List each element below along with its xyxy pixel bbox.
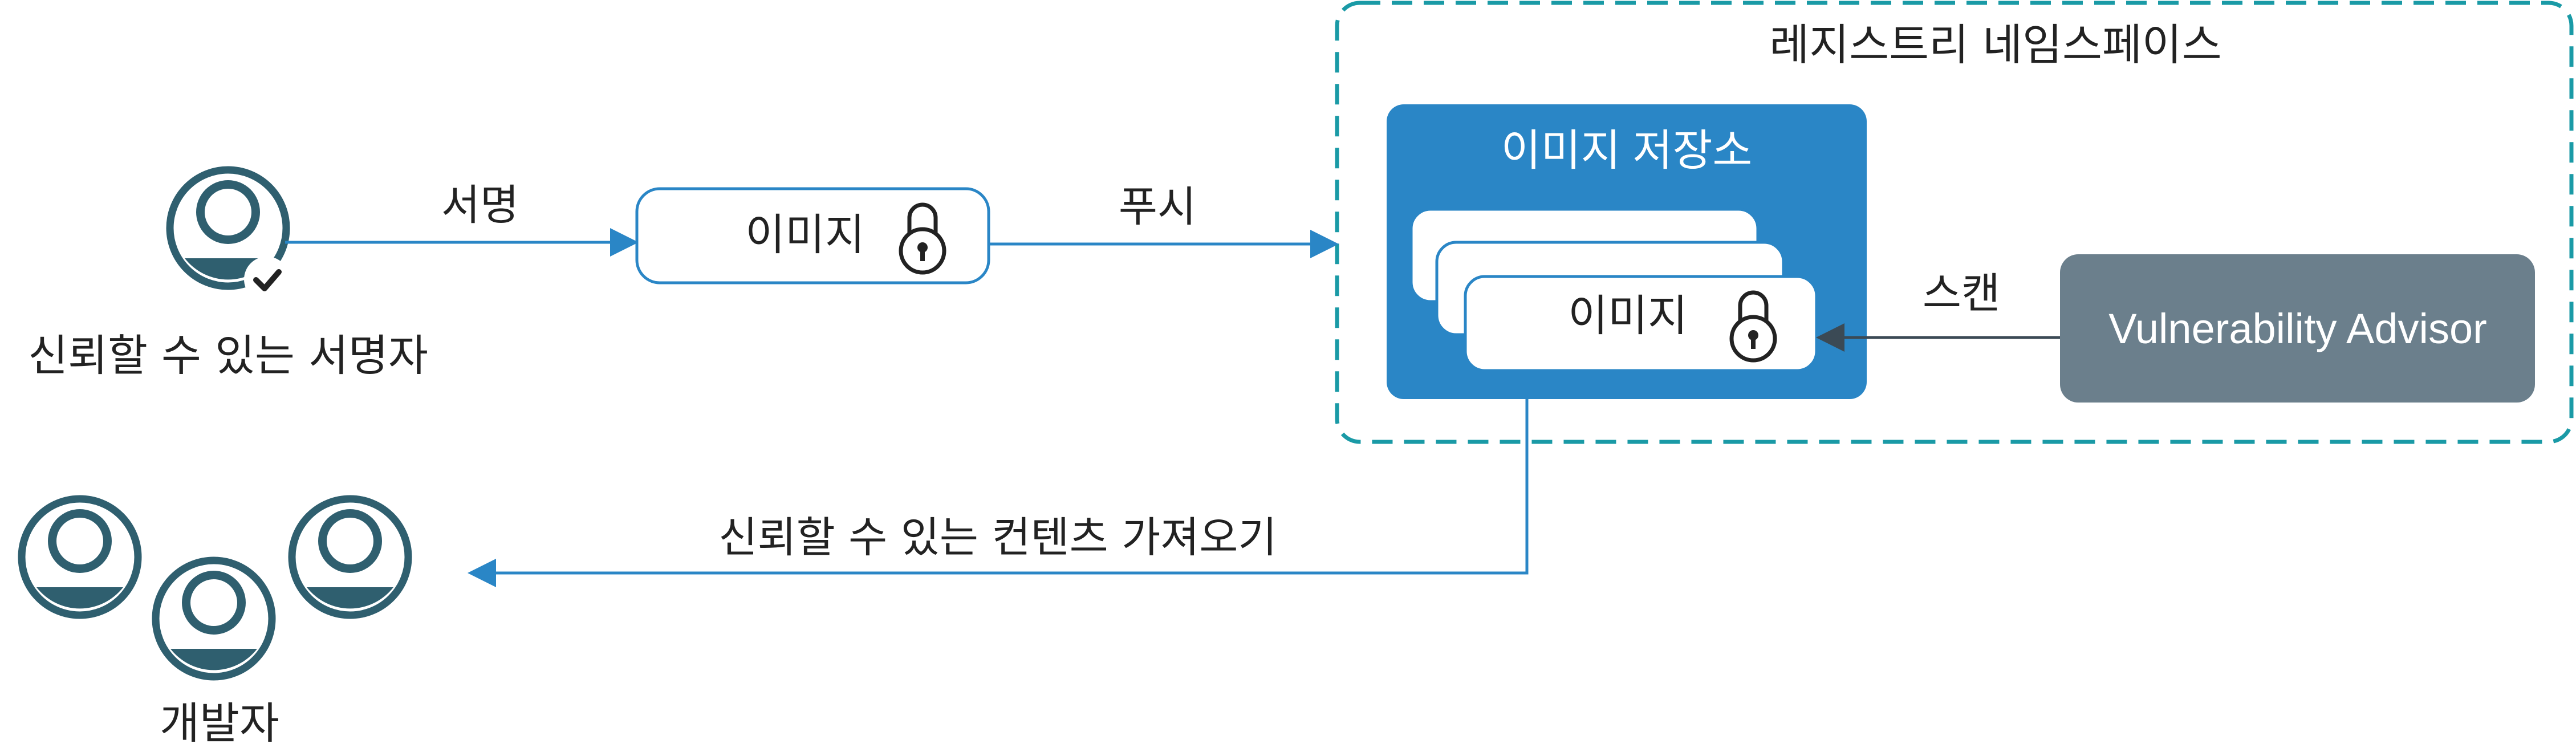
registry-namespace: 레지스트리 네임스페이스: [1335, 1, 2574, 444]
checkmark-icon: [244, 257, 290, 302]
signed-image-label: 이미지: [745, 209, 865, 260]
vulnerability-advisor: Vulnerability Advisor: [2060, 254, 2535, 403]
scan-label: 스캔: [1923, 269, 2000, 318]
signer-label: 신뢰할 수 있는 서명자: [28, 330, 428, 381]
image-repository: 이미지 저장소 이미지: [1387, 104, 1867, 399]
user-icon: [156, 560, 272, 677]
signed-image: 이미지: [635, 187, 990, 284]
padlock-icon: [899, 202, 946, 275]
user-icon: [292, 499, 408, 615]
trusted-signer: 신뢰할 수 있는 서명자: [28, 170, 428, 381]
developers: 개발자: [22, 499, 408, 749]
developers-label: 개발자: [160, 698, 279, 749]
push-edge: 푸시: [989, 182, 1339, 258]
pull-label: 신뢰할 수 있는 컨텐츠 가져오기: [718, 513, 1277, 562]
sign-label: 서명: [441, 181, 519, 230]
repository-image-card: 이미지: [1464, 275, 1818, 372]
scan-edge: 스캔: [1816, 269, 2060, 352]
padlock-icon: [1729, 290, 1777, 363]
pull-edge: 신뢰할 수 있는 컨텐츠 가져오기: [468, 399, 1529, 587]
repository-label: 이미지 저장소: [1501, 127, 1753, 175]
push-label: 푸시: [1119, 182, 1196, 231]
repository-image-label: 이미지: [1568, 290, 1688, 341]
user-icon: [22, 499, 138, 615]
namespace-label: 레지스트리 네임스페이스: [1769, 19, 2221, 70]
sign-edge: 서명: [285, 181, 639, 257]
scanner-label: Vulnerability Advisor: [2108, 305, 2487, 352]
